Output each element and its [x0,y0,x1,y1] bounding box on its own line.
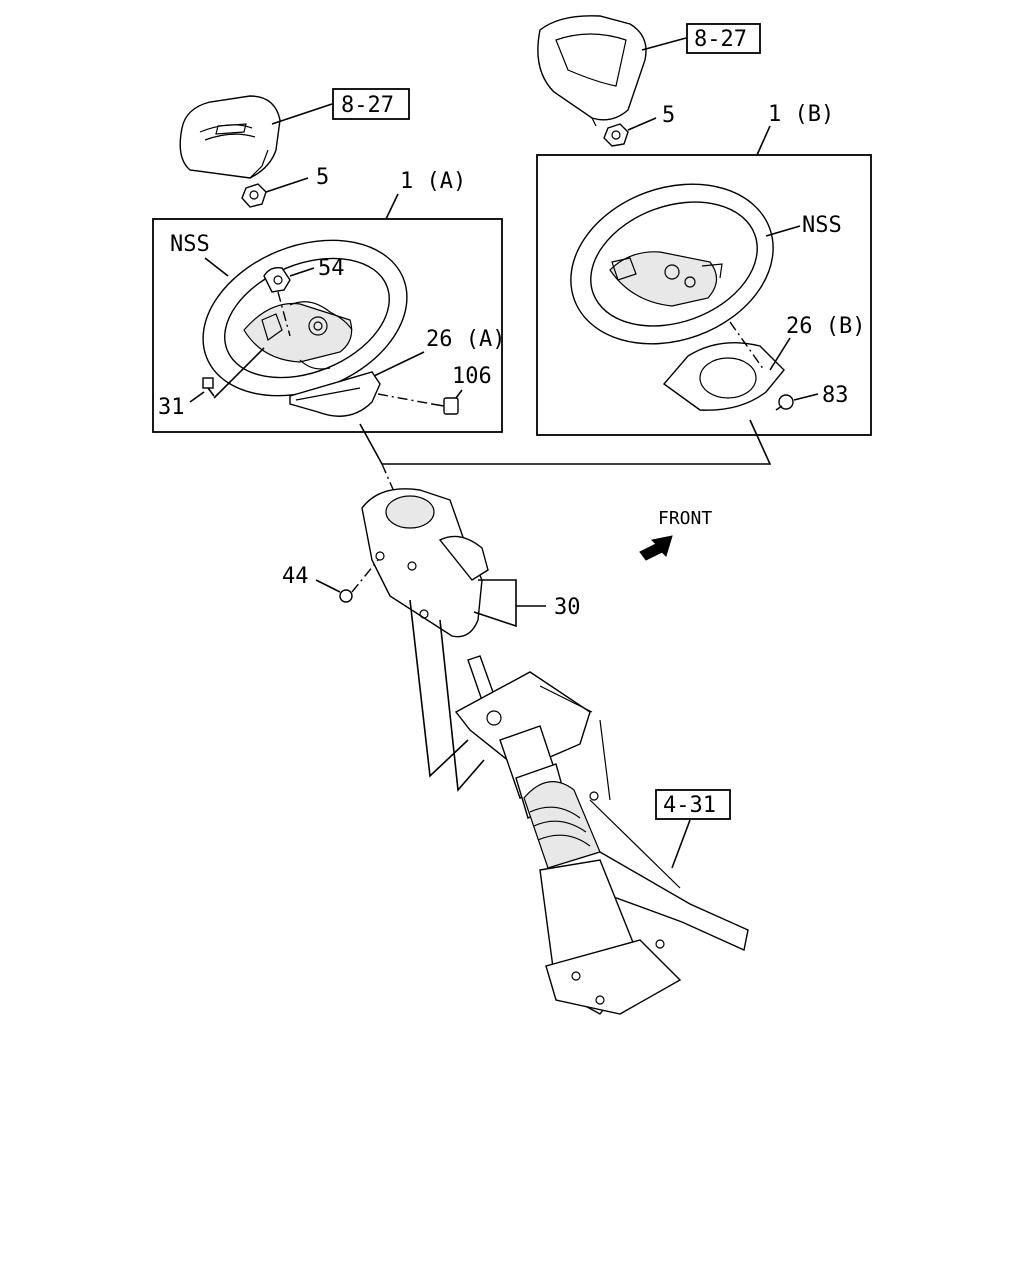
leader-nss-a [204,257,229,277]
label-wheel-b: 1 (B) [768,102,834,127]
label-31: 31 [158,395,185,420]
label-cover-b: 26 (B) [786,314,865,339]
leader-83 [793,393,819,401]
leader-ref-column [671,819,691,869]
dash-54 [277,291,291,337]
label-44: 44 [282,564,309,589]
leader-31 [189,391,205,403]
dash-31 [213,347,265,399]
leader-44 [315,579,341,593]
label-106: 106 [452,364,492,389]
label-nut-a: 5 [316,165,329,190]
label-54: 54 [318,256,345,281]
leader-54 [289,267,315,277]
label-nss-b: NSS [802,213,842,238]
box-wheel-b [536,154,872,436]
cover-26a [289,371,381,417]
front-arrow-icon [639,535,673,561]
steering-column [454,655,749,1015]
leader-30-bracket [473,579,517,628]
label-nss-a: NSS [170,232,210,257]
leader-cover-a [373,351,425,377]
connector-wheels-to-column [359,419,772,465]
leader-nut-a [265,177,309,193]
horn-pad-b [537,15,647,127]
dash-cover-b [729,321,765,371]
horn-pad-a [179,95,281,179]
screw-44 [339,559,379,603]
leader-wheel-b [756,125,771,156]
screw-31 [202,377,215,397]
front-label: FRONT [658,508,712,529]
label-cover-a: 26 (A) [426,327,505,352]
leader-nss-b [765,225,801,237]
leader-106 [455,389,463,399]
leader-wheel-a [385,193,399,220]
part-54 [263,266,291,293]
ref-box-horn-b[interactable]: 8-27 [686,23,761,54]
ref-column-label: 4-31 [663,793,716,818]
label-83: 83 [822,383,849,408]
column-cover-30 [361,488,489,638]
nut-a [241,183,267,208]
label-wheel-a: 1 (A) [400,169,466,194]
projection-left [409,599,469,778]
ref-horn-b-label: 8-27 [694,27,747,52]
screw-106 [431,397,459,415]
ref-horn-a-label: 8-27 [341,93,394,118]
steering-wheel-b [570,183,774,345]
label-30: 30 [554,595,581,620]
leader-nut-b [627,117,657,131]
box-wheel-a [152,218,503,433]
nut-b [603,123,629,147]
projection-right [439,619,485,792]
dash-106 [377,393,433,405]
leader-cover-b [769,337,791,371]
label-nut-b: 5 [662,103,675,128]
ref-box-column[interactable]: 4-31 [655,789,731,820]
screw-83 [775,394,794,411]
leader-ref-horn-a [271,103,333,125]
cover-26b [662,341,785,411]
ref-box-horn-a[interactable]: 8-27 [332,88,410,120]
leader-ref-horn-b [641,37,687,51]
